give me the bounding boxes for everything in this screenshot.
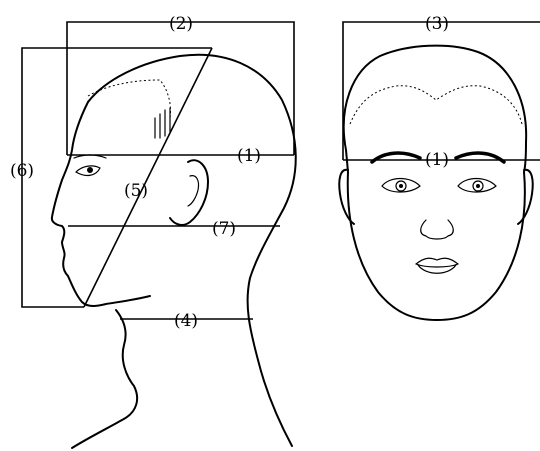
label-m5: (5) bbox=[124, 181, 148, 201]
front-view-head bbox=[338, 44, 534, 321]
label-m4: (4) bbox=[174, 311, 198, 331]
measure-3-box bbox=[342, 21, 540, 160]
label-m1-front: (1) bbox=[425, 150, 449, 170]
label-m2: (2) bbox=[169, 14, 193, 34]
side-ear-inner bbox=[187, 175, 200, 207]
front-ear-left bbox=[338, 168, 355, 225]
side-pupil bbox=[87, 167, 93, 173]
measure-2-box bbox=[66, 21, 295, 155]
front-nose bbox=[420, 219, 454, 240]
front-measurement-lines bbox=[342, 21, 540, 161]
label-m1-side: (1) bbox=[237, 146, 261, 166]
label-m6: (6) bbox=[10, 161, 34, 181]
side-head-outline bbox=[87, 53, 297, 447]
front-pupil-right bbox=[472, 180, 484, 192]
side-view-head bbox=[50, 53, 297, 449]
side-hairline bbox=[87, 79, 171, 119]
front-pupil-left bbox=[395, 180, 407, 192]
label-m7: (7) bbox=[212, 219, 236, 239]
measurement-labels: (2) (3) (1) (1) (6) (5) (7) (4) bbox=[10, 14, 449, 331]
side-ear bbox=[169, 159, 209, 226]
front-mouth-upper bbox=[415, 257, 459, 265]
front-head-outline bbox=[342, 44, 528, 321]
measure-6-box bbox=[21, 47, 212, 308]
side-neck-front bbox=[71, 309, 139, 449]
front-eye-right bbox=[457, 177, 497, 193]
label-m3: (3) bbox=[425, 14, 449, 34]
front-ear-right bbox=[517, 168, 534, 225]
side-sideburn bbox=[154, 107, 171, 139]
front-mouth-line bbox=[415, 263, 459, 268]
measure-5-diagonal bbox=[83, 47, 213, 308]
front-eye-left bbox=[381, 177, 421, 193]
side-face-profile bbox=[50, 101, 151, 307]
side-measurement-lines bbox=[21, 21, 295, 320]
front-mouth-lower bbox=[417, 264, 457, 274]
side-eye bbox=[75, 165, 101, 177]
front-iris-right bbox=[476, 184, 480, 188]
front-iris-left bbox=[399, 184, 403, 188]
front-hairline bbox=[349, 85, 523, 125]
